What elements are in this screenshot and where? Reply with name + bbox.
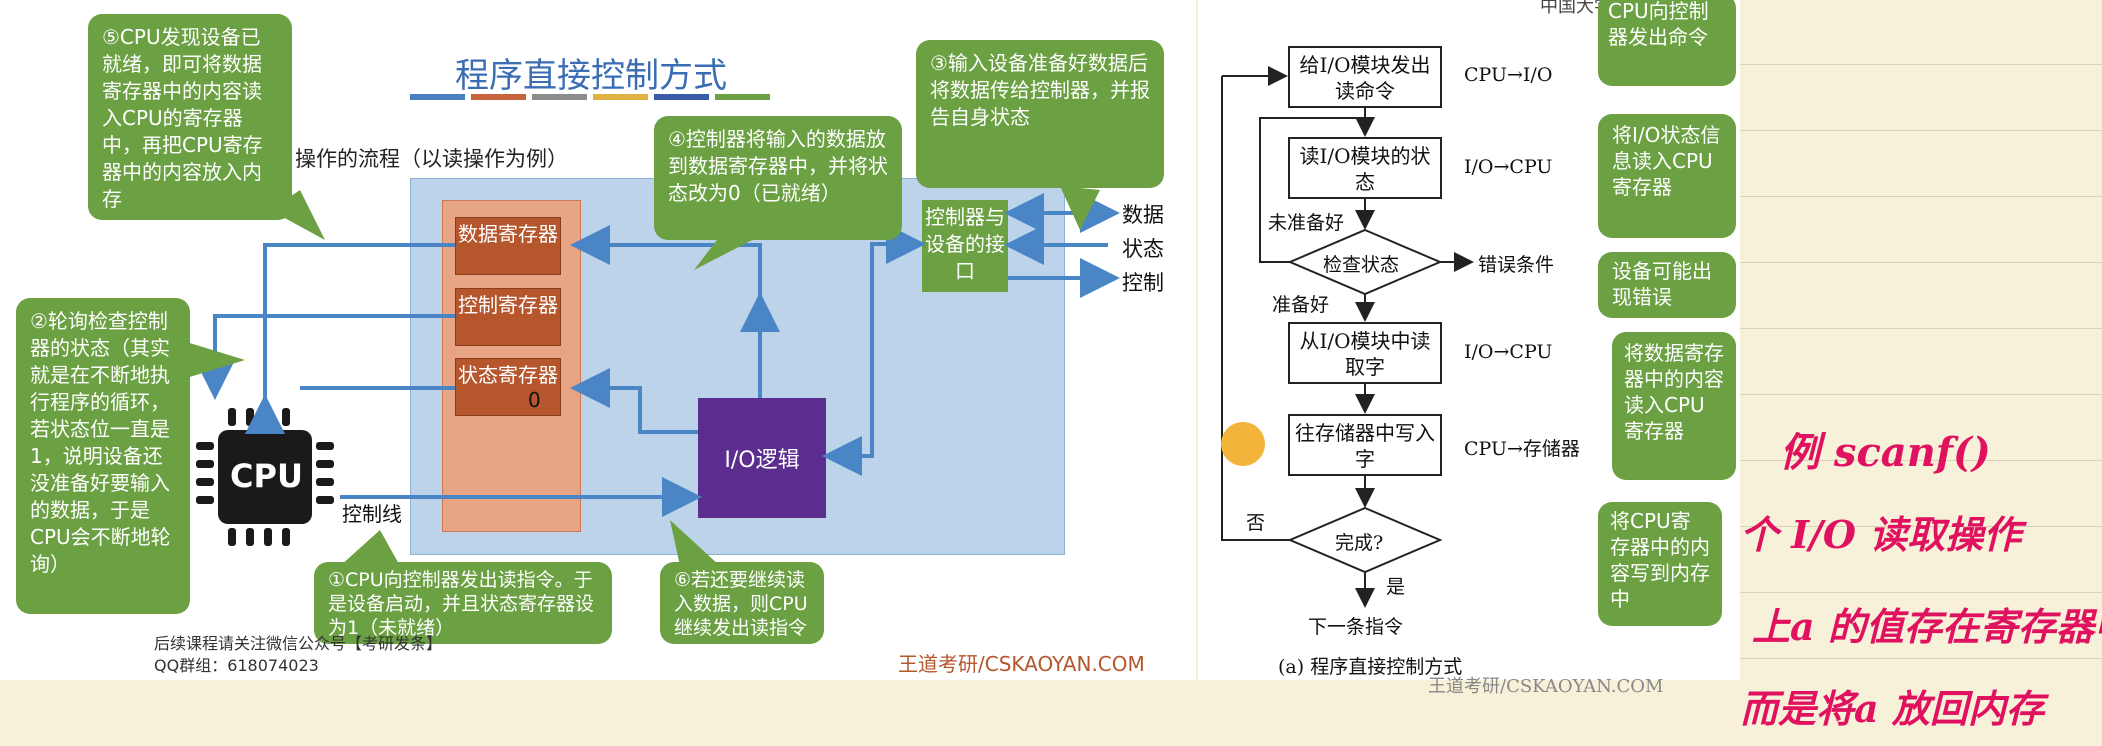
title-color-bar: [410, 94, 770, 100]
surprised-emoji-icon: [1221, 422, 1265, 466]
flow-edge-error: 错误条件: [1478, 254, 1555, 276]
device-interface-label: 控制器与设备的接口: [925, 205, 1005, 283]
side-note-3: 设备可能出现错误: [1598, 252, 1736, 318]
side-note-4-text: 将数据寄存器中的内容读入CPU寄存器: [1624, 341, 1724, 443]
data-register: 数据寄存器: [455, 217, 561, 275]
io-logic-label: I/O逻辑: [724, 448, 800, 473]
status-register-value: 0: [528, 388, 541, 412]
flow-step-read-word-text: 从I/O模块中读取字: [1299, 329, 1431, 379]
bubble-step-6: ⑥若还要继续读入数据，则CPU继续发出读指令: [660, 562, 824, 644]
status-register-label: 状态寄存器: [458, 363, 558, 387]
bubble-step-4-text: ④控制器将输入的数据放到数据寄存器中，并将状态改为0（已就绪）: [668, 127, 888, 205]
bubble-step-2: ②轮询检查控制器的状态（其实就是在不断地执行程序的循环，若状态位一直是1，说明设…: [16, 298, 190, 614]
bubble-step-4: ④控制器将输入的数据放到数据寄存器中，并将状态改为0（已就绪）: [654, 116, 902, 240]
handwriting-line-1: 例 scanf(): [1780, 429, 1991, 476]
title-bar-seg: [593, 94, 648, 100]
bubble-step-3: ③输入设备准备好数据后将数据传给控制器，并报告自身状态: [916, 40, 1164, 188]
flow-step-read-status-text: 读I/O模块的状态: [1299, 144, 1431, 194]
handwriting-line-2: 个 I/O 读取操作: [1740, 512, 2022, 557]
control-line-label: 控制线: [342, 502, 402, 526]
footer-qq: QQ群组：618074023: [154, 656, 319, 675]
flow-edge-io-cpu-2: I/O→CPU: [1464, 341, 1553, 363]
bubble-step-6-text: ⑥若还要继续读入数据，则CPU继续发出读指令: [674, 569, 808, 639]
bubble-step-2-text: ②轮询检查控制器的状态（其实就是在不断地执行程序的循环，若状态位一直是1，说明设…: [30, 309, 171, 576]
footer-brand: 王道考研/CSKAOYAN.COM: [898, 652, 1145, 676]
flow-branch-no: 否: [1246, 512, 1266, 534]
signal-data: 数据: [1122, 203, 1164, 227]
cpu-label: CPU: [230, 457, 303, 495]
flow-step-write-word-text: 往存储器中写入字: [1295, 421, 1435, 471]
flow-edge-cpu-io: CPU→I/O: [1464, 64, 1553, 86]
side-note-3-text: 设备可能出现错误: [1612, 259, 1712, 309]
control-register: 控制寄存器: [455, 288, 561, 346]
device-interface-box: 控制器与设备的接口: [922, 200, 1008, 292]
flow-edge-io-cpu-1: I/O→CPU: [1464, 156, 1553, 178]
handwriting-line-4: 而是将a 放回内存: [1740, 686, 2044, 731]
cpu-chip-svg: [196, 408, 334, 546]
flow-step-read-status: 读I/O模块的状态: [1288, 137, 1442, 199]
flow-step-done: 完成?: [1335, 532, 1384, 554]
title-bar-seg: [654, 94, 709, 100]
flow-step-read-word: 从I/O模块中读取字: [1288, 322, 1442, 384]
side-note-1: CPU向控制器发出命令: [1598, 0, 1736, 86]
flowchart-caption: (a) 程序直接控制方式: [1278, 656, 1463, 678]
side-note-2-text: 将I/O状态信息读入CPU寄存器: [1612, 123, 1721, 199]
bubble-step-1-text: ①CPU向控制器发出读指令。于是设备启动，并且状态寄存器设为1（未就绪）: [328, 569, 595, 639]
flow-branch-not-ready: 未准备好: [1268, 212, 1345, 234]
signal-control: 控制: [1122, 271, 1164, 295]
flow-branch-yes: 是: [1386, 576, 1406, 598]
bubble-step-1: ①CPU向控制器发出读指令。于是设备启动，并且状态寄存器设为1（未就绪）: [314, 562, 612, 644]
title-bar-seg: [471, 94, 526, 100]
flowchart-footer-brand: 王道考研/CSKAOYAN.COM: [1428, 676, 1664, 697]
control-register-label: 控制寄存器: [458, 293, 558, 317]
flow-step-send-read-text: 给I/O模块发出读命令: [1299, 53, 1431, 103]
bubble-tails: [180, 186, 1100, 566]
status-register: 状态寄存器: [455, 358, 561, 416]
side-note-4: 将数据寄存器中的内容读入CPU寄存器: [1612, 332, 1736, 480]
title-bar-seg: [410, 94, 465, 100]
flow-branch-ready: 准备好: [1272, 294, 1330, 316]
flow-heading: 操作的流程（以读操作为例）: [295, 147, 568, 171]
data-register-label: 数据寄存器: [458, 222, 558, 246]
io-logic-box: I/O逻辑: [698, 398, 826, 518]
title-bar-seg: [715, 94, 770, 100]
flow-step-check-status: 检查状态: [1323, 254, 1400, 276]
flow-step-next: 下一条指令: [1308, 616, 1404, 638]
flow-step-send-read: 给I/O模块发出读命令: [1288, 46, 1442, 108]
flow-edge-cpu-mem: CPU→存储器: [1464, 438, 1580, 460]
slide-title: 程序直接控制方式: [455, 56, 727, 96]
side-note-2: 将I/O状态信息读入CPU寄存器: [1598, 114, 1736, 238]
bubble-step-3-text: ③输入设备准备好数据后将数据传给控制器，并报告自身状态: [930, 51, 1150, 129]
title-bar-seg: [532, 94, 587, 100]
footer-note: 后续课程请关注微信公众号【考研发条】: [154, 634, 443, 653]
cpu-chip-icon: [190, 402, 340, 552]
bubble-step-5-text: ⑤CPU发现设备已就绪，即可将数据寄存器中的内容读入CPU的寄存器中，再把CPU…: [102, 25, 263, 211]
bubble-step-5: ⑤CPU发现设备已就绪，即可将数据寄存器中的内容读入CPU的寄存器中，再把CPU…: [88, 14, 292, 220]
signal-status: 状态: [1122, 237, 1164, 261]
side-note-1-text: CPU向控制器发出命令: [1608, 0, 1709, 49]
flow-step-write-word: 往存储器中写入字: [1288, 414, 1442, 476]
side-note-5: 将CPU寄存器中的内容写到内存中: [1598, 502, 1722, 626]
side-note-5-text: 将CPU寄存器中的内容写到内存中: [1610, 509, 1710, 611]
handwriting-line-3: 上a 的值存在寄存器中: [1752, 604, 2102, 649]
